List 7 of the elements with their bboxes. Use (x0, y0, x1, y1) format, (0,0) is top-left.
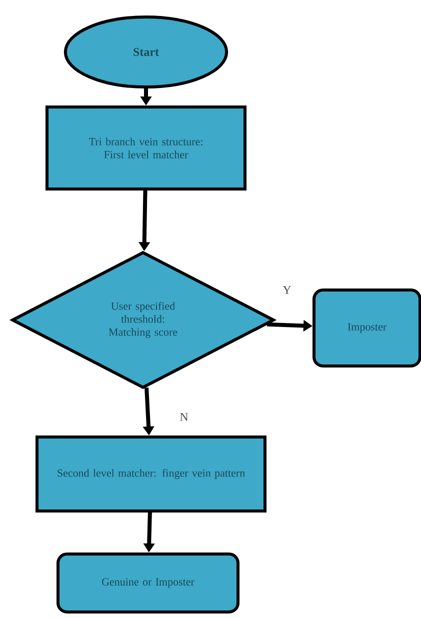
process-box: Second level matcher: finger vein pattern (36, 436, 266, 512)
terminal-box: Genuine or Imposter (56, 552, 240, 614)
edge-label: Y (282, 286, 292, 294)
terminal-box: Imposter (312, 288, 421, 368)
process-box: Tri branch vein structure: First level matcher (46, 106, 246, 190)
edge-label: N (180, 413, 188, 421)
start-oval: Start (64, 15, 228, 88)
